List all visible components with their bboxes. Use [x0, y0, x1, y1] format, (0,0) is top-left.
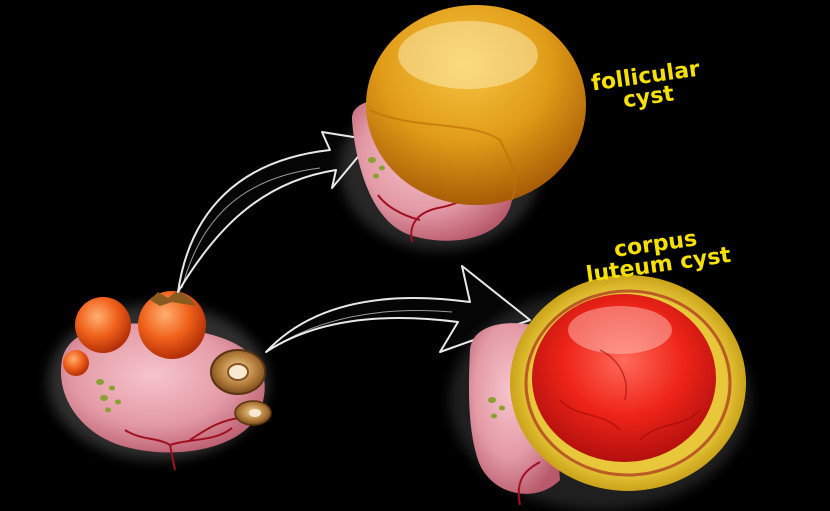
- small-follicles-corpus: [488, 397, 505, 419]
- corpus-albicans: [234, 400, 272, 426]
- small-follicles: [96, 379, 121, 413]
- corpus-remnant: [210, 349, 266, 395]
- follicle-small: [63, 350, 89, 376]
- normal-ovary: [48, 290, 272, 471]
- follicle-large: [75, 297, 131, 353]
- dominant-follicle: [138, 291, 206, 359]
- blood-vessels: [124, 417, 241, 471]
- corpus-luteum-cyst-ovary: [450, 275, 750, 510]
- follicular-cyst: [366, 5, 586, 205]
- arrow-to-follicular: [177, 131, 373, 293]
- rupture-crown: [150, 290, 196, 306]
- cyst-highlight: [398, 21, 538, 89]
- ovary-tissue: [60, 323, 265, 453]
- small-follicles-follicular: [368, 157, 385, 179]
- arrow-to-corpus: [265, 265, 531, 353]
- follicular-cyst-ovary: [340, 5, 586, 250]
- corpus-highlight: [568, 306, 672, 354]
